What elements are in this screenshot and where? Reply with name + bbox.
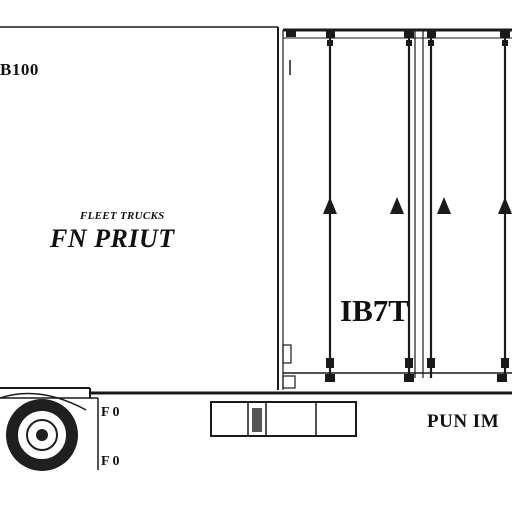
lock-bar-3-top-cap [427,29,436,38]
rim-inner [26,419,58,451]
side-storage-box [210,401,357,437]
handle-arrow-1 [323,197,337,214]
front-wheel [0,392,87,471]
lock-bar-2-cam [406,40,412,46]
lock-bar-1-cam [327,40,333,46]
bottom-label: PUN IM [427,411,500,432]
lock-bar-2-base [404,374,414,382]
handle-arrow-2 [390,197,404,214]
lock-bar-2-bottom-cam [405,358,413,368]
rear-step-bracket [282,375,296,389]
door-hinge [282,344,292,364]
wheel-arch [0,392,87,411]
brand-main-text: FN PRIUT [50,224,175,253]
lock-bar-2-top-cap [404,29,414,38]
lock-bar-4-cam [502,40,508,46]
cargo-body [0,26,292,390]
door-corner-cap [286,29,296,37]
lock-bar-1-base [325,374,335,382]
lock-bar-1-bottom-cam [326,358,334,368]
handle-arrow-4 [498,197,512,214]
chassis [0,387,512,470]
lock-bar-1-top-cap [326,29,335,38]
lock-bar-3-bottom-cam [427,358,435,368]
handle-arrow-3 [437,197,451,214]
brand-small-text: FLEET TRUCKS [80,210,165,222]
hub [36,429,48,441]
storage-latch [252,408,262,432]
door-number-label: IB7T [340,293,409,328]
axle-mark-top: F 0 [101,405,120,420]
axle-mark-bottom: F 0 [101,454,120,469]
rear-doors [282,28,512,389]
body-code-label: B100 [0,60,39,79]
lock-bar-3-cam [428,40,434,46]
lock-bar-4-bottom-cam [501,358,509,368]
lock-bar-4-base [497,374,507,382]
lock-bar-4-top-cap [500,29,510,38]
